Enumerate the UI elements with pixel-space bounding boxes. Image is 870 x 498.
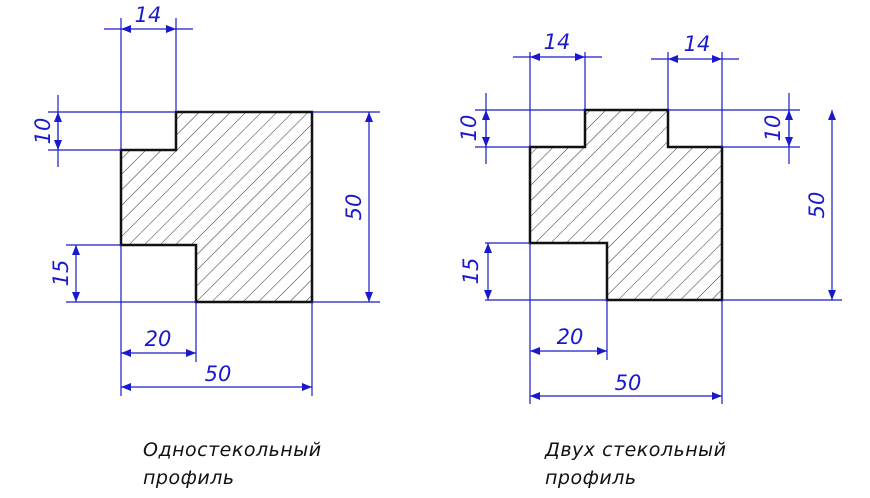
dim-total-width: 50 bbox=[615, 371, 642, 395]
double-profile-caption-line2: профиль bbox=[545, 467, 637, 489]
single-profile-caption: Одностекольный профиль bbox=[143, 436, 322, 492]
double-profile: 14 14 10 10 50 15 20 50 bbox=[457, 30, 842, 404]
dim-bottom-height: 15 bbox=[459, 258, 483, 285]
dim-top-height: 10 bbox=[31, 118, 55, 145]
double-profile-caption: Двух стекольный профиль bbox=[545, 436, 727, 492]
single-profile: 14 10 50 15 20 50 bbox=[31, 3, 380, 396]
dim-top-right-width: 14 bbox=[684, 32, 711, 56]
dim-bottom-width: 20 bbox=[557, 325, 584, 349]
dim-top-right-height: 10 bbox=[761, 115, 785, 142]
dim-top-left-height: 10 bbox=[457, 115, 481, 142]
dim-total-width: 50 bbox=[205, 362, 232, 386]
double-profile-section bbox=[528, 108, 724, 302]
dim-total-height: 50 bbox=[805, 192, 829, 219]
single-profile-caption-line2: профиль bbox=[143, 467, 235, 489]
dim-total-height: 50 bbox=[342, 194, 366, 221]
single-profile-caption-line1: Одностекольный bbox=[143, 439, 322, 461]
double-profile-caption-line1: Двух стекольный bbox=[545, 439, 727, 461]
dim-bottom-width: 20 bbox=[145, 327, 172, 351]
single-profile-section bbox=[119, 110, 314, 304]
dim-top-left-width: 14 bbox=[544, 30, 571, 54]
dim-bottom-height: 15 bbox=[49, 260, 73, 287]
dim-top-width: 14 bbox=[135, 3, 162, 27]
